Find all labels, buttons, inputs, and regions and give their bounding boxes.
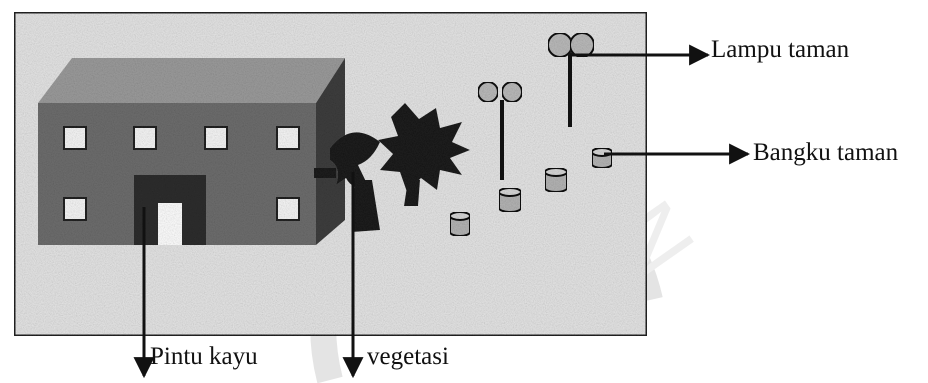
bangku-taman-label: Bangku taman xyxy=(753,140,898,165)
pintu-kayu-label: Pintu kayu xyxy=(150,344,258,369)
building-icon xyxy=(38,58,345,245)
bench-icon xyxy=(499,188,521,212)
bench-icon xyxy=(545,168,567,192)
vegetasi-label: vegetasi xyxy=(367,344,449,369)
bench-icon xyxy=(592,148,612,168)
bench-icon xyxy=(450,212,470,236)
lampu-taman-label: Lampu taman xyxy=(711,37,849,62)
